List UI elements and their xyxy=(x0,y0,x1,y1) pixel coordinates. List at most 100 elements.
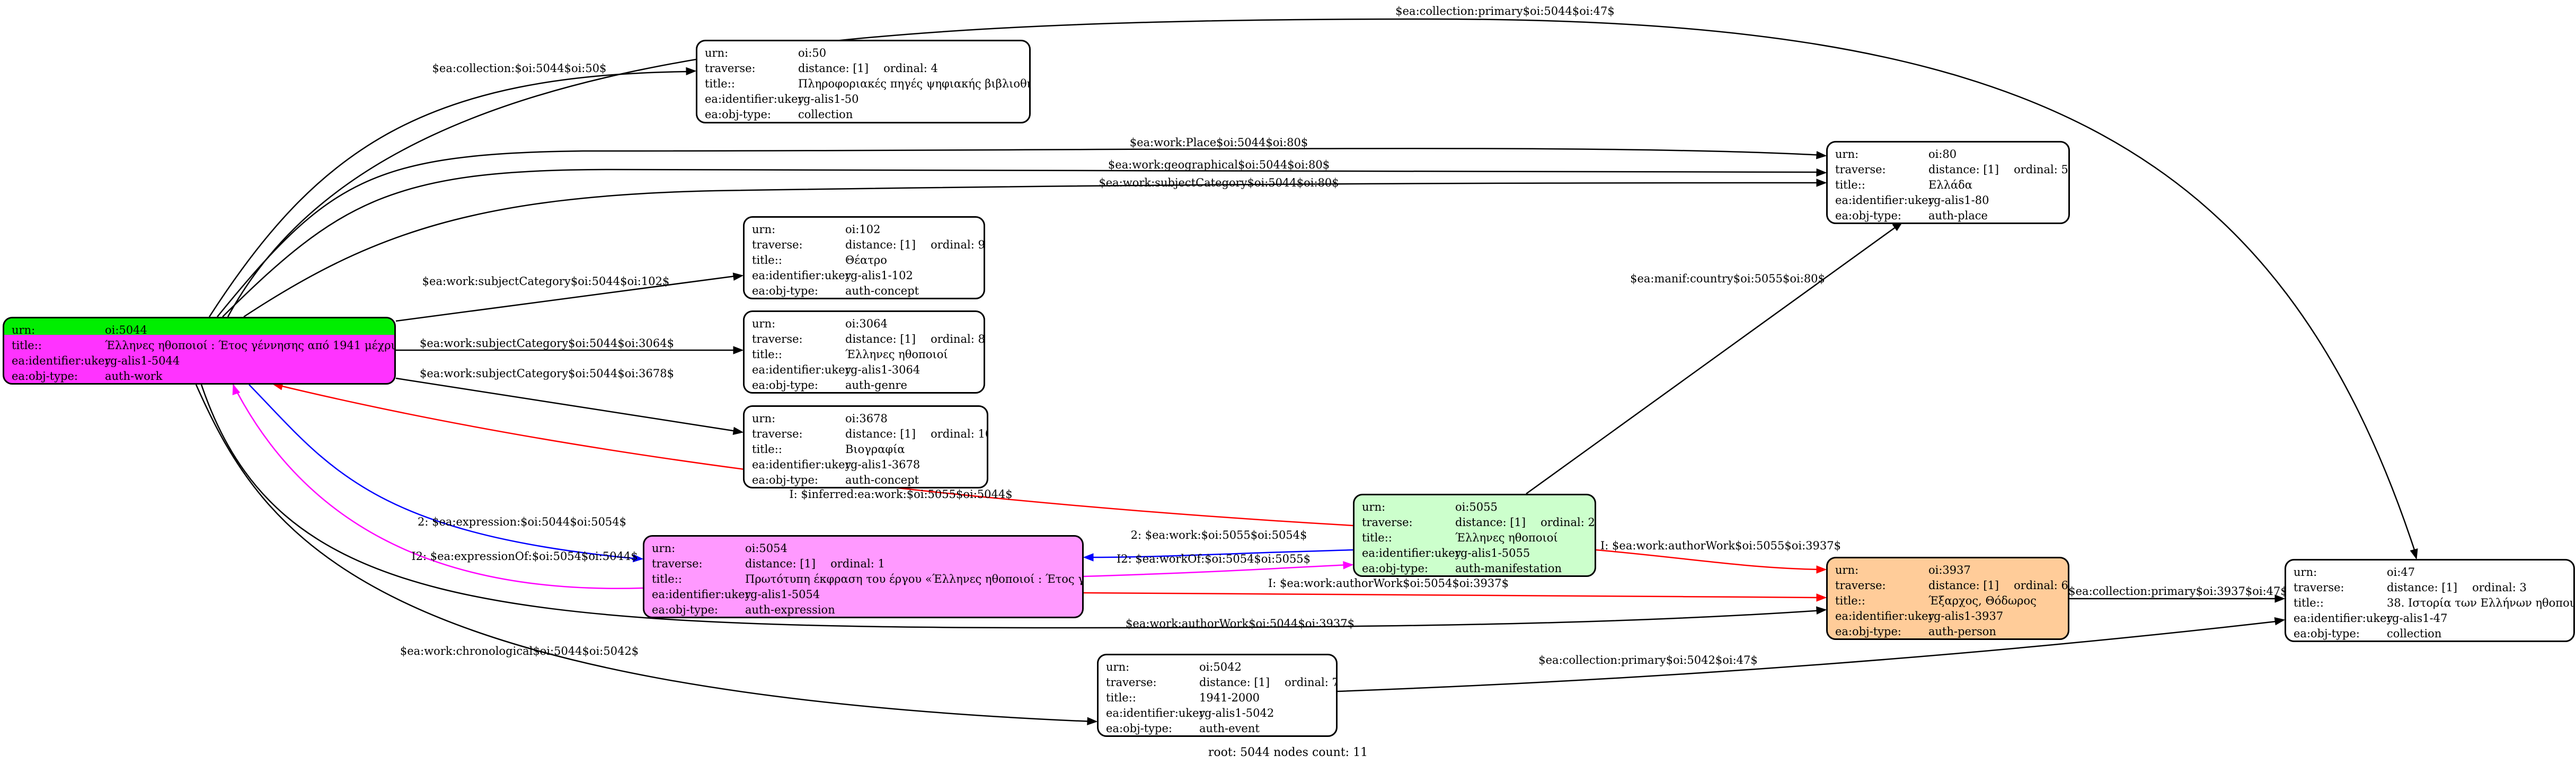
field-key: traverse: xyxy=(1835,579,1886,592)
field-key: urn: xyxy=(1835,564,1859,576)
edge-line xyxy=(232,384,643,590)
node-field-row: traverse:distance: [1]ordinal: 7 xyxy=(1106,675,1336,690)
field-value: distance: [1] xyxy=(845,333,916,345)
edge-e18 xyxy=(195,384,1098,725)
field-value: rg-alis1-47 xyxy=(2387,612,2448,625)
field-value: distance: [1] xyxy=(845,238,916,251)
field-key: ea:identifier:ukey xyxy=(705,93,804,105)
field-value: rg-alis1-5044 xyxy=(105,354,180,367)
node-field-row: traverse:distance: [1]ordinal: 10 xyxy=(752,426,987,442)
node-field-row: ea:obj-type:auth-concept xyxy=(752,283,976,298)
field-ordinal: ordinal: 1 xyxy=(830,557,885,570)
edge-label: $ea:manif:country$oi:5055$oi:80$ xyxy=(1630,272,1825,285)
edge-arrowhead xyxy=(1816,593,1827,602)
field-key: ea:obj-type: xyxy=(2294,627,2360,640)
edge-e2 xyxy=(208,67,697,317)
node-field-row: title::Πληροφοριακές πηγές ψηφιακής βιβλ… xyxy=(705,76,1029,92)
field-value: Έλληνες ηθοποιοί xyxy=(1455,531,1558,544)
node-field-row: title::Έλληνες ηθοποιοί xyxy=(752,347,976,362)
field-value: auth-concept xyxy=(845,474,919,486)
field-value: oi:102 xyxy=(845,223,881,236)
field-value: auth-genre xyxy=(845,379,907,392)
field-ordinal: ordinal: 9 xyxy=(931,238,985,251)
edge-label: $ea:collection:primary$oi:3937$oi:47$ xyxy=(2068,585,2287,598)
edge-label: $ea:work:geographical$oi:5044$oi:80$ xyxy=(1108,158,1330,171)
node-field-row: ea:obj-type:auth-event xyxy=(1106,721,1329,735)
edge-line xyxy=(1087,549,1353,558)
edge-label: $ea:work:chronological$oi:5044$oi:5042$ xyxy=(400,645,639,657)
edge-e15 xyxy=(1596,549,1827,574)
field-value: Έξαρχος, Θόδωρος xyxy=(1928,594,2037,607)
field-key: urn: xyxy=(752,412,776,425)
edge-label: $ea:collection:primary$oi:5044$oi:47$ xyxy=(1395,5,1614,17)
field-value: oi:80 xyxy=(1928,148,1957,161)
node-field-row: title::Έλληνες ηθοποιοί xyxy=(1362,530,1587,546)
field-key: traverse: xyxy=(1362,516,1413,529)
node-field-row: traverse:distance: [1]ordinal: 6 xyxy=(1835,578,2068,593)
edge-arrowhead xyxy=(633,554,644,563)
field-value: oi:47 xyxy=(2387,566,2415,579)
edge-line xyxy=(195,384,1094,723)
field-value: 1941-2000 xyxy=(1199,691,1260,704)
edge-label: $ea:work:subjectCategory$oi:5044$oi:3064… xyxy=(420,337,674,350)
node-field-row: urn:oi:102 xyxy=(752,222,976,237)
node-field-row: urn:oi:3678 xyxy=(752,411,979,426)
edge-e20 xyxy=(1337,617,2286,692)
node-field-row: urn:oi:3064 xyxy=(752,316,976,332)
node-field-row: ea:obj-type:auth-person xyxy=(1835,624,2060,638)
edge-arrowhead xyxy=(232,384,241,396)
edge-label: 2: $ea:work:$oi:5055$oi:5054$ xyxy=(1131,529,1307,541)
field-ordinal: ordinal: 10 xyxy=(931,428,988,440)
field-key: traverse: xyxy=(652,557,703,570)
field-value: Έλληνες ηθοποιοί : Έτος γέννησης από 194… xyxy=(105,339,396,352)
edge-arrowhead xyxy=(1816,565,1827,574)
node-field-row: traverse:distance: [1]ordinal: 8 xyxy=(752,332,984,347)
field-key: ea:identifier:ukey xyxy=(1835,610,1935,622)
edge-arrowhead xyxy=(1816,606,1827,615)
graph-footer: root: 5044 nodes count: 11 xyxy=(1208,746,1368,759)
edge-line xyxy=(1083,564,1350,577)
edge-line xyxy=(1526,223,1900,495)
field-key: traverse: xyxy=(752,333,803,345)
edge-arrowhead xyxy=(733,346,744,354)
edge-label: I: $ea:work:authorWork$oi:5054$oi:3937$ xyxy=(1268,577,1509,590)
field-key: ea:identifier:ukey xyxy=(652,588,751,601)
edge-e12 xyxy=(1083,549,1353,562)
edge-label: I2: $ea:workOf:$oi:5054$oi:5055$ xyxy=(1117,553,1311,565)
field-value: distance: [1] xyxy=(1928,163,1999,176)
node-field-row: title::Πρωτότυπη έκφραση του έργου «Έλλη… xyxy=(652,572,1082,587)
field-key: title:: xyxy=(12,339,42,352)
node-n3937[interactable]: urn: oi:3937 traverse:distance: [1]ordinal… xyxy=(1826,557,2069,640)
field-value: auth-manifestation xyxy=(1455,562,1562,575)
field-value: auth-place xyxy=(1928,209,1988,222)
field-value: oi:3937 xyxy=(1928,564,1971,576)
edge-arrowhead xyxy=(2274,594,2286,603)
field-value: Βιογραφία xyxy=(845,443,905,456)
field-value: auth-event xyxy=(1199,722,1260,735)
edge-e5 xyxy=(243,179,1827,318)
field-value: auth-expression xyxy=(745,603,835,616)
edge-arrowhead xyxy=(2274,617,2286,626)
node-field-row: ea:obj-type:auth-work xyxy=(12,369,387,383)
field-key: title:: xyxy=(1835,594,1865,607)
field-key: title:: xyxy=(2294,597,2324,609)
field-key: traverse: xyxy=(752,428,803,440)
field-key: ea:obj-type: xyxy=(752,284,818,297)
